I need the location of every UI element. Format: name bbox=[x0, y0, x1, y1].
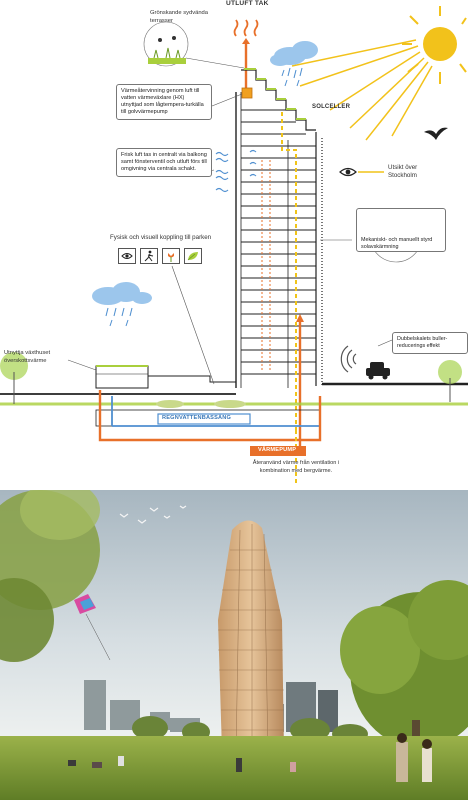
birds-icon bbox=[119, 505, 187, 524]
tree-right-icon bbox=[438, 360, 462, 402]
heat-exchanger-icon bbox=[241, 87, 253, 99]
sun-icon bbox=[291, 6, 467, 141]
greenhouse-label: Utnyttja växthuset överskottsvärme bbox=[4, 350, 51, 364]
tower-section bbox=[235, 68, 323, 430]
rendering-graphics bbox=[0, 490, 468, 800]
rain-cloud-left-icon bbox=[92, 282, 152, 327]
rain-cloud-icon bbox=[270, 41, 318, 87]
top-exhaust-label: UTLUFT TAK bbox=[226, 0, 269, 7]
reused-heat-label: Återanvänd värme från ventilation i komb… bbox=[252, 460, 340, 474]
floor-slabs bbox=[241, 109, 316, 375]
greenhouse-section bbox=[95, 365, 236, 389]
wooden-tower bbox=[218, 520, 284, 753]
eye-box-icon bbox=[118, 248, 136, 264]
fresh-air-arrows bbox=[215, 149, 257, 193]
diagram-graphics bbox=[0, 6, 468, 486]
tree-right-large bbox=[340, 580, 468, 760]
tree-left-icon bbox=[0, 352, 28, 404]
shading-box: Mekaniskt- och manuellt styrd solavskärm… bbox=[356, 208, 446, 252]
rainwater-basin bbox=[111, 396, 320, 427]
terrace-greenery-icon bbox=[143, 21, 189, 67]
people bbox=[68, 733, 432, 782]
kite-icon bbox=[74, 594, 111, 661]
sound-waves-icon bbox=[340, 345, 357, 373]
exhaust-arrows-icon bbox=[233, 19, 259, 37]
noise-reduction-box: Dubbelskalets buller-reducerings effekt bbox=[392, 332, 468, 354]
car-icon bbox=[366, 362, 390, 380]
heat-pump-box bbox=[250, 446, 306, 456]
fresh-air-box: Frisk luft tas in centralt via balkong s… bbox=[116, 148, 212, 177]
heat-recovery-box: Värmeåtervinning genom luft till vatten … bbox=[116, 84, 212, 120]
park-connection-label: Fysisk och visuell koppling till parken bbox=[110, 234, 212, 241]
solar-cells-label: SOLCELLER bbox=[312, 104, 351, 110]
tulip-box-icon bbox=[162, 248, 180, 264]
rainwater-basin-label: REGNVATTENBASSÄNG bbox=[162, 415, 232, 421]
tree-canopy-left bbox=[0, 490, 100, 662]
heat-pump-label: VÄRMEPUMP bbox=[258, 447, 297, 453]
walker-box-icon bbox=[140, 248, 158, 264]
tower-rendering-image bbox=[0, 490, 468, 800]
terrace-label: Grönskande sydvända terrasser bbox=[150, 10, 209, 24]
leaf-box-icon bbox=[184, 248, 202, 264]
building-section-diagram: UTLUFT TAK Grönskande sydvända terrasser… bbox=[0, 0, 468, 486]
eye-icon bbox=[339, 167, 357, 177]
bird-icon bbox=[424, 127, 448, 140]
view-label: Utsikt över Stockholm bbox=[388, 164, 418, 179]
grass-lawn bbox=[0, 736, 468, 800]
